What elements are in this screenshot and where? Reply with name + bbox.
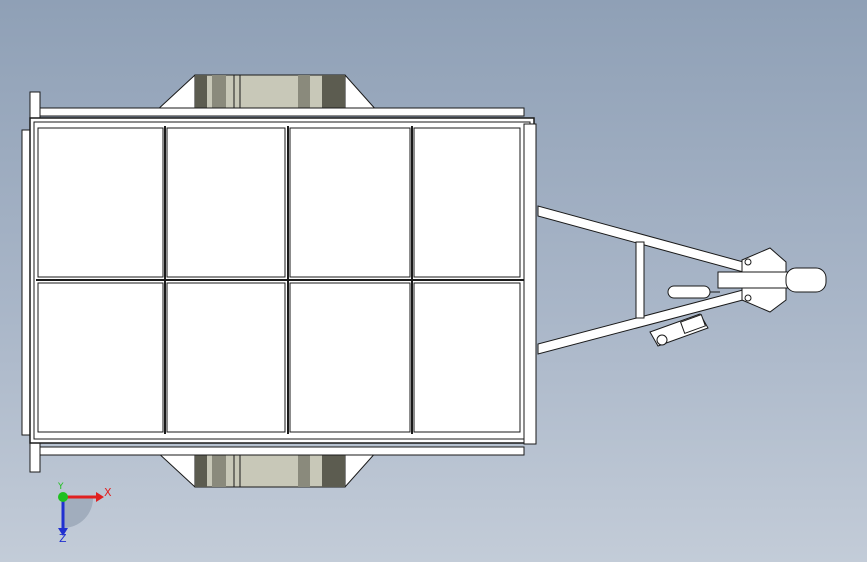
bottom-wheel [153,449,380,488]
y-axis-label: Y [58,482,64,492]
jockey-wheel [649,313,709,347]
drawbar [537,205,759,355]
z-axis-label: Z [59,532,67,545]
top-wheel [153,74,380,113]
hitch-coupler [667,247,827,313]
x-axis-label: X [104,486,112,499]
axis-triad [58,492,104,536]
deck-panels [36,126,524,434]
